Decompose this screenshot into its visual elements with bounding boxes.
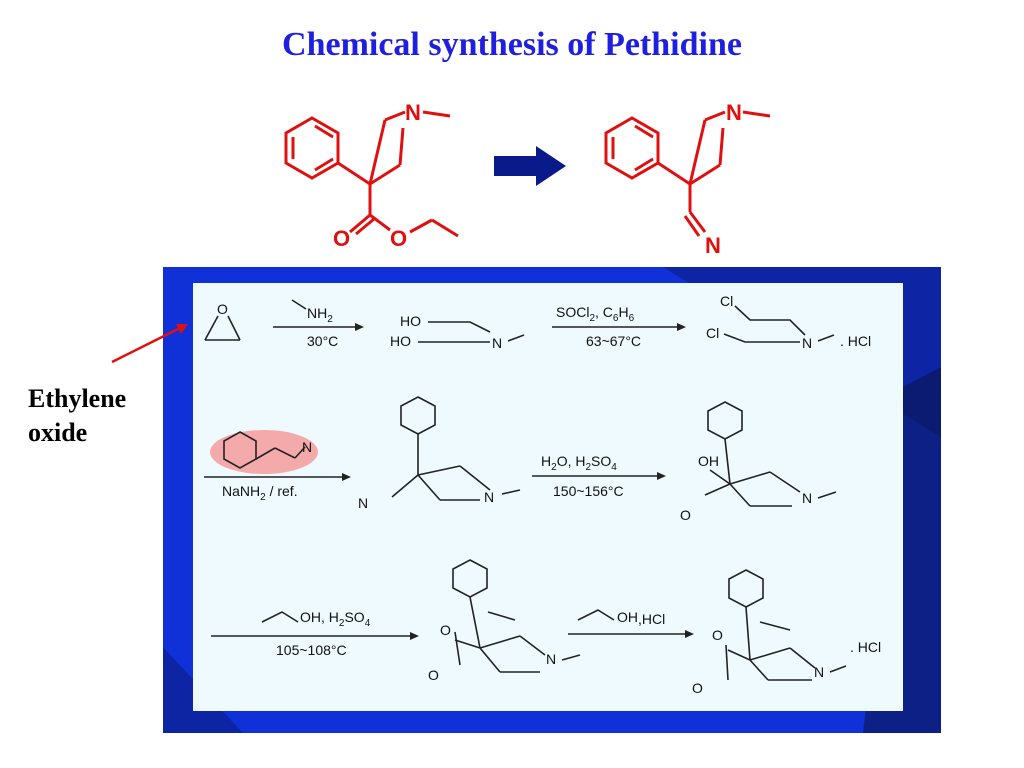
chloride-Cl-top: Cl	[720, 293, 733, 309]
ester-O2: O	[428, 667, 439, 683]
acid-piperidine	[704, 401, 837, 507]
final-O2: O	[692, 680, 703, 696]
ester-N: N	[546, 651, 556, 667]
chloride-N: N	[802, 335, 812, 351]
condition-1: 30°C	[307, 333, 338, 349]
diol-HO-bottom: HO	[390, 333, 411, 349]
scheme-panel	[193, 283, 903, 711]
reagent-h2o-h2so4: H2O, H2SO4	[541, 453, 617, 473]
chloride-chain	[723, 305, 835, 343]
reagent-methylamine: NH2	[307, 305, 333, 325]
acid-O: O	[680, 507, 691, 523]
acid-OH: OH	[698, 453, 719, 469]
diol-N: N	[492, 335, 502, 351]
diol-HO-top: HO	[400, 313, 421, 329]
condition-3: NaNH2 / ref.	[222, 483, 298, 503]
arrow-4	[532, 472, 666, 480]
atom-N-left: N	[405, 100, 421, 125]
final-O1: O	[712, 627, 723, 643]
arrow-1	[273, 299, 364, 331]
nitrile-structure	[604, 110, 771, 237]
reagent-ethanol-hcl: OH,HCl	[617, 609, 665, 627]
condition-4: 150~156°C	[553, 483, 624, 499]
chloride-HCl: . HCl	[840, 333, 871, 349]
atom-N-right: N	[726, 100, 742, 125]
top-reaction: N O O N N	[284, 100, 771, 258]
ethylene-label-line1: Ethylene	[28, 384, 127, 413]
benzyl-cyanide	[223, 431, 306, 469]
epoxide	[204, 315, 241, 341]
ethylene-label-line2: oxide	[28, 418, 88, 447]
arrow-6	[568, 609, 694, 638]
atom-N-right-2: N	[705, 233, 721, 258]
nitrile-product-N1: N	[358, 495, 368, 511]
ester-piperidine	[452, 559, 581, 673]
chloride-Cl-bottom: Cl	[706, 325, 719, 341]
final-HCl: . HCl	[850, 639, 881, 655]
pointer-arrow	[111, 324, 188, 364]
arrow-5	[211, 611, 419, 640]
final-N: N	[814, 664, 824, 680]
slide-title: Chemical synthesis of Pethidine	[282, 26, 742, 63]
arrow-3	[204, 473, 351, 481]
condition-2: 63~67°C	[586, 333, 641, 349]
reagent-ethanol-h2so4: OH, H2SO4	[300, 609, 371, 629]
benzyl-cyanide-N: N	[302, 439, 312, 455]
pethidine-structure	[284, 110, 459, 238]
diol-chain	[418, 321, 525, 343]
reagent-socl2: SOCl2, C6H6	[556, 304, 635, 324]
acid-N: N	[802, 490, 812, 506]
ethylene-oxide-label: Ethylene oxide	[28, 382, 126, 450]
ester-O1: O	[440, 622, 451, 638]
reaction-arrow	[494, 146, 566, 186]
condition-5: 105~108°C	[276, 642, 347, 658]
epoxide-O: O	[217, 301, 228, 317]
arrow-2	[552, 323, 686, 331]
nitrile-piperidine	[391, 396, 521, 501]
atom-O-left-2: O	[390, 226, 407, 251]
nitrile-product-N: N	[484, 489, 494, 505]
pethidine-hcl	[725, 569, 847, 681]
highlight-benzyl-cyanide	[210, 430, 318, 474]
atom-O-left-1: O	[333, 226, 350, 251]
